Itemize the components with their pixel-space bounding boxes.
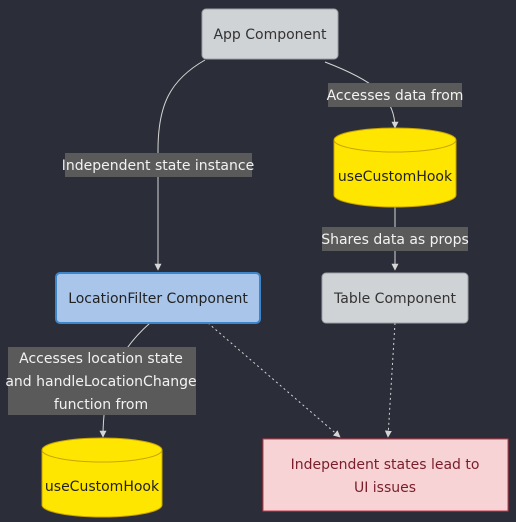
edge-label-independent-state: Independent state instance xyxy=(62,153,254,177)
svg-text:function from: function from xyxy=(54,397,148,413)
edge-label-accesses-data: Accesses data from xyxy=(327,83,464,107)
svg-text:Table Component: Table Component xyxy=(333,291,456,307)
edge-app-to-filter xyxy=(154,59,206,271)
node-app-component[interactable]: App Component xyxy=(201,8,339,60)
svg-text:Accesses location state: Accesses location state xyxy=(19,351,183,367)
svg-text:App Component: App Component xyxy=(213,27,327,43)
edge-table-to-issues xyxy=(384,322,396,438)
svg-text:Accesses data from: Accesses data from xyxy=(327,88,464,104)
edge-filter-to-issues xyxy=(207,322,341,438)
node-table-component[interactable]: Table Component xyxy=(321,272,469,324)
svg-text:useCustomHook: useCustomHook xyxy=(338,169,453,185)
node-use-custom-hook-top[interactable]: useCustomHook xyxy=(333,127,457,208)
node-location-filter-component[interactable]: LocationFilter Component xyxy=(55,272,261,324)
svg-text:UI issues: UI issues xyxy=(354,480,416,496)
node-use-custom-hook-bottom[interactable]: useCustomHook xyxy=(41,437,163,518)
svg-text:Independent state instance: Independent state instance xyxy=(62,158,254,174)
svg-text:Independent states lead to: Independent states lead to xyxy=(291,457,480,473)
svg-text:and handleLocationChange: and handleLocationChange xyxy=(5,374,196,390)
node-independent-states-issue[interactable]: Independent states lead to UI issues xyxy=(262,438,509,512)
edge-label-accesses-location-state: Accesses location state and handleLocati… xyxy=(5,347,197,415)
svg-text:Shares data as props: Shares data as props xyxy=(321,232,469,248)
svg-text:useCustomHook: useCustomHook xyxy=(45,479,160,495)
edge-label-shares-data: Shares data as props xyxy=(321,227,469,251)
svg-text:LocationFilter Component: LocationFilter Component xyxy=(68,291,248,307)
